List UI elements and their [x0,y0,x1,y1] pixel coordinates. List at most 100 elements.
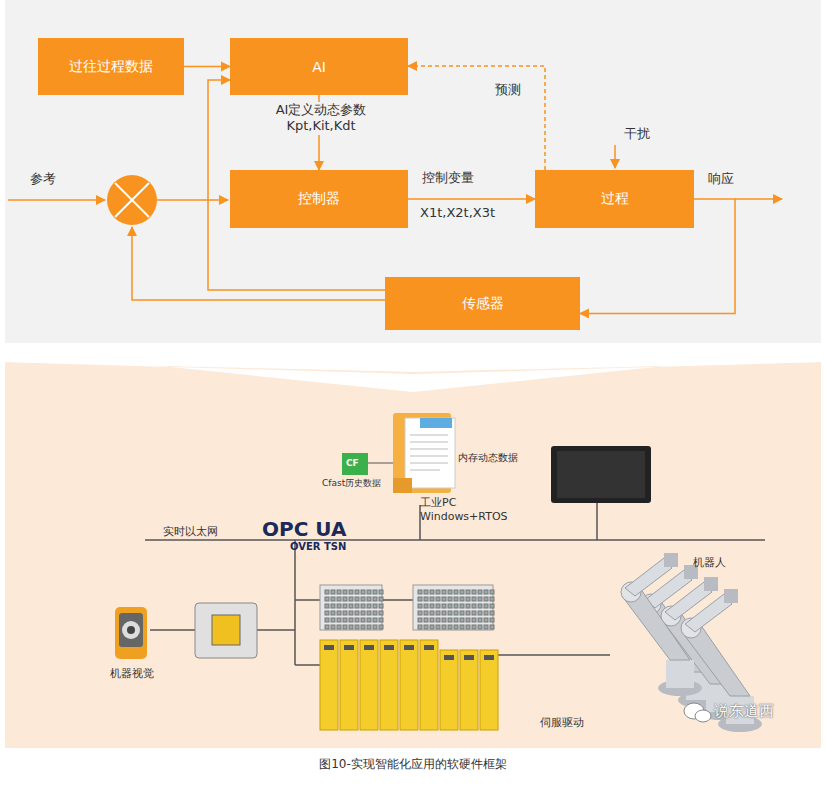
io-terminal [466,597,470,601]
process-box: 传感器 [385,277,580,330]
io-terminal [331,625,335,629]
io-terminal [367,590,371,594]
io-terminal [367,604,371,608]
io-terminal [424,625,428,629]
drive-display [444,655,454,660]
drive-display [484,655,494,660]
io-terminal [490,597,494,601]
flow-arrow [408,198,535,200]
io-terminal [424,618,428,622]
io-terminal [343,625,347,629]
drive-display [384,645,394,650]
io-terminal [460,611,464,615]
box-label: 过往过程数据 [69,58,153,76]
io-terminal [460,618,464,622]
io-terminal [349,590,353,594]
io-terminal [373,590,377,594]
io-terminal [442,604,446,608]
process-box: 过往过程数据 [38,38,184,95]
io-terminal [478,597,482,601]
io-terminal [466,590,470,594]
io-terminal [361,625,365,629]
text-label: 工业PC Windows+RTOS [420,496,520,524]
io-terminal [373,625,377,629]
edge-label: 控制变量 [420,170,476,186]
io-terminal [490,590,494,594]
io-terminal [472,625,476,629]
io-terminal [430,611,434,615]
io-terminal [325,604,329,608]
io-terminal [460,597,464,601]
text-label: X1t,X2t,X3t [420,205,495,221]
process-box: 控制器 [230,170,408,228]
io-terminal [424,611,428,615]
text-label: 说东道西 [714,702,774,721]
io-terminal [325,597,329,601]
io-terminal [367,597,371,601]
io-terminal [454,597,458,601]
flow-arrow [408,66,545,170]
io-terminal [448,625,452,629]
io-terminal [331,604,335,608]
io-terminal [490,611,494,615]
io-terminal [355,590,359,594]
io-terminal [442,590,446,594]
io-terminal [454,604,458,608]
io-terminal [418,590,422,594]
io-terminal [430,597,434,601]
io-terminal [484,597,488,601]
io-terminal [418,625,422,629]
io-terminal [478,611,482,615]
text-label: OPC UA [262,517,346,542]
io-terminal [355,604,359,608]
io-terminal [484,611,488,615]
io-terminal [343,590,347,594]
io-terminal [379,597,383,601]
io-terminal [472,597,476,601]
io-terminal [424,604,428,608]
flow-arrow [184,66,230,68]
io-terminal [373,604,377,608]
io-terminal [418,604,422,608]
io-terminal [448,590,452,594]
io-terminal [436,604,440,608]
io-terminal [337,625,341,629]
io-terminal [337,604,341,608]
io-terminal [430,618,434,622]
drive-display [404,645,414,650]
io-terminal [325,611,329,615]
io-terminal [472,611,476,615]
io-terminal [460,604,464,608]
io-terminal [337,590,341,594]
box-label: 传感器 [462,295,504,313]
io-terminal [361,611,365,615]
io-terminal [373,611,377,615]
io-terminal [379,625,383,629]
text-label: OVER TSN [290,541,346,554]
io-terminal [466,604,470,608]
figure-caption: 图10-实现智能化应用的软硬件框架 [0,756,826,773]
process-box: AI [230,38,408,95]
io-terminal [460,590,464,594]
io-terminal [442,625,446,629]
servo-drive [420,640,438,730]
drive-display [464,655,474,660]
io-terminal [436,611,440,615]
io-terminal [349,597,353,601]
edge-label: AI定义动态参数 Kpt,Kit,Kdt [264,102,378,135]
io-terminal [418,597,422,601]
io-terminal [337,611,341,615]
text-label: 干扰 [624,126,650,142]
io-terminal [448,604,452,608]
io-terminal [337,597,341,601]
io-terminal [337,618,341,622]
io-terminal [373,618,377,622]
text-label: Cfast历史数据 [322,478,381,489]
text-label: 机器视觉 [110,667,154,681]
io-terminal [484,618,488,622]
servo-drive [340,640,358,730]
io-terminal [325,590,329,594]
servo-drive [360,640,378,730]
io-terminal [478,590,482,594]
text-label: CF [346,458,359,469]
